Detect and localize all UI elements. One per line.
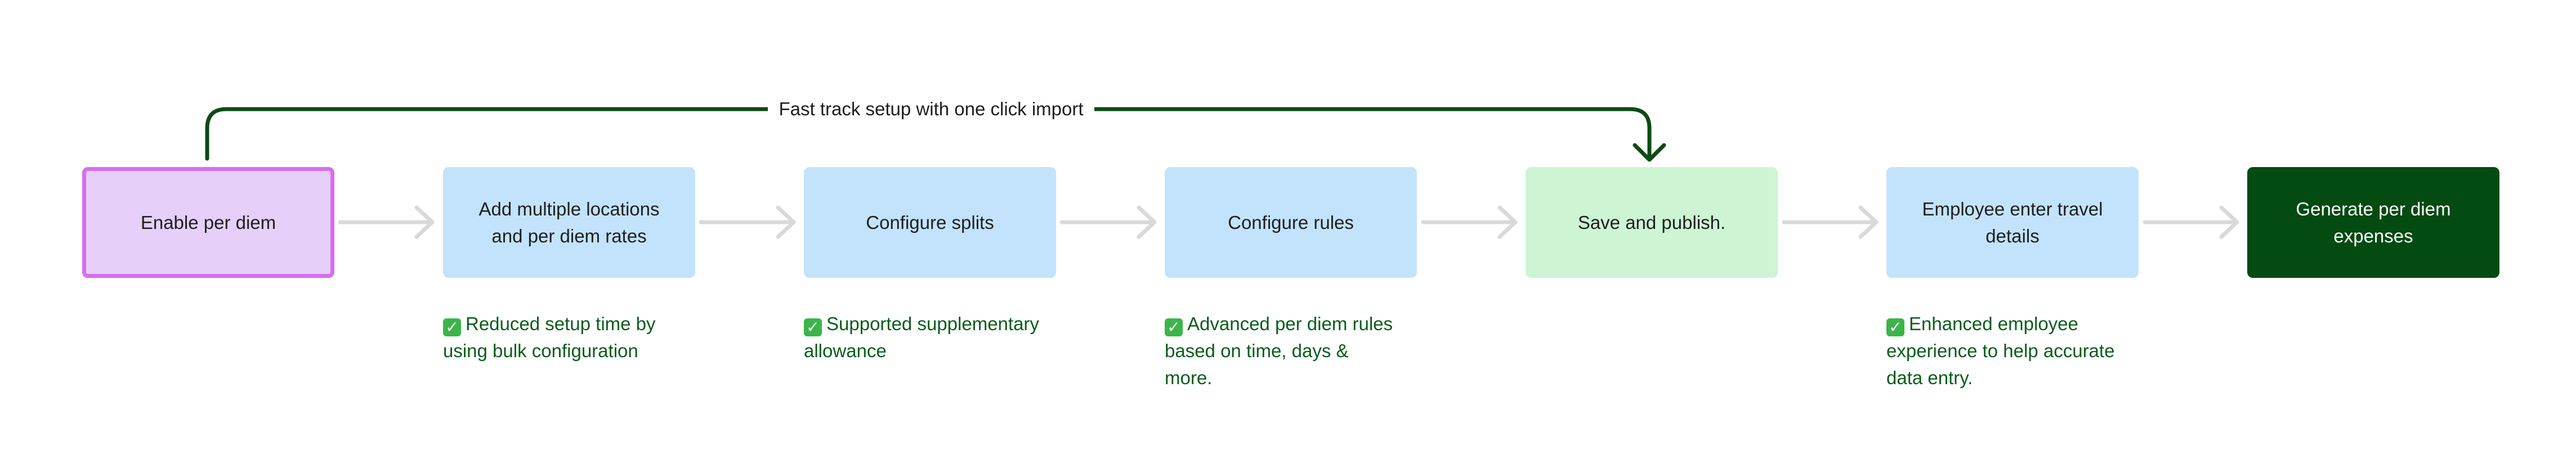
note-text: Supported supplementary allowance xyxy=(804,313,1039,361)
note-text: Reduced setup time by using bulk configu… xyxy=(443,313,656,361)
step-arrows xyxy=(338,205,2239,239)
note-employee-experience: ✓Enhanced employee experience to help ac… xyxy=(1886,310,2123,392)
note-text: Enhanced employee experience to help acc… xyxy=(1886,313,2115,388)
check-mark-icon: ✓ xyxy=(1886,318,1904,336)
step-enable-per-diem: Enable per diem xyxy=(82,167,334,278)
step-generate-expenses: Generate per diem expenses xyxy=(2247,167,2499,278)
arrow-3-4 xyxy=(1059,205,1157,239)
fast-track-arrowhead xyxy=(1633,143,1666,162)
arrow-4-5 xyxy=(1421,205,1518,239)
step-configure-splits: Configure splits xyxy=(804,167,1056,278)
note-text: Advanced per diem rules based on time, d… xyxy=(1165,313,1393,388)
check-mark-icon: ✓ xyxy=(804,318,822,336)
note-supplementary-allowance: ✓Supported supplementary allowance xyxy=(804,310,1040,364)
step-configure-rules: Configure rules xyxy=(1165,167,1417,278)
arrow-2-3 xyxy=(699,205,796,239)
check-mark-icon: ✓ xyxy=(443,318,461,336)
step-save-publish: Save and publish. xyxy=(1526,167,1778,278)
arrow-5-6 xyxy=(1782,205,1879,239)
arrow-1-2 xyxy=(338,205,435,239)
check-mark-icon: ✓ xyxy=(1165,318,1183,336)
arrow-6-7 xyxy=(2143,205,2239,239)
fast-track-label: Fast track setup with one click import xyxy=(768,96,1094,123)
step-add-locations: Add multiple locations and per diem rate… xyxy=(443,167,695,278)
note-bulk-configuration: ✓Reduced setup time by using bulk config… xyxy=(443,310,679,364)
step-employee-travel-details: Employee enter travel details xyxy=(1886,167,2139,278)
note-advanced-rules: ✓Advanced per diem rules based on time, … xyxy=(1165,310,1401,392)
